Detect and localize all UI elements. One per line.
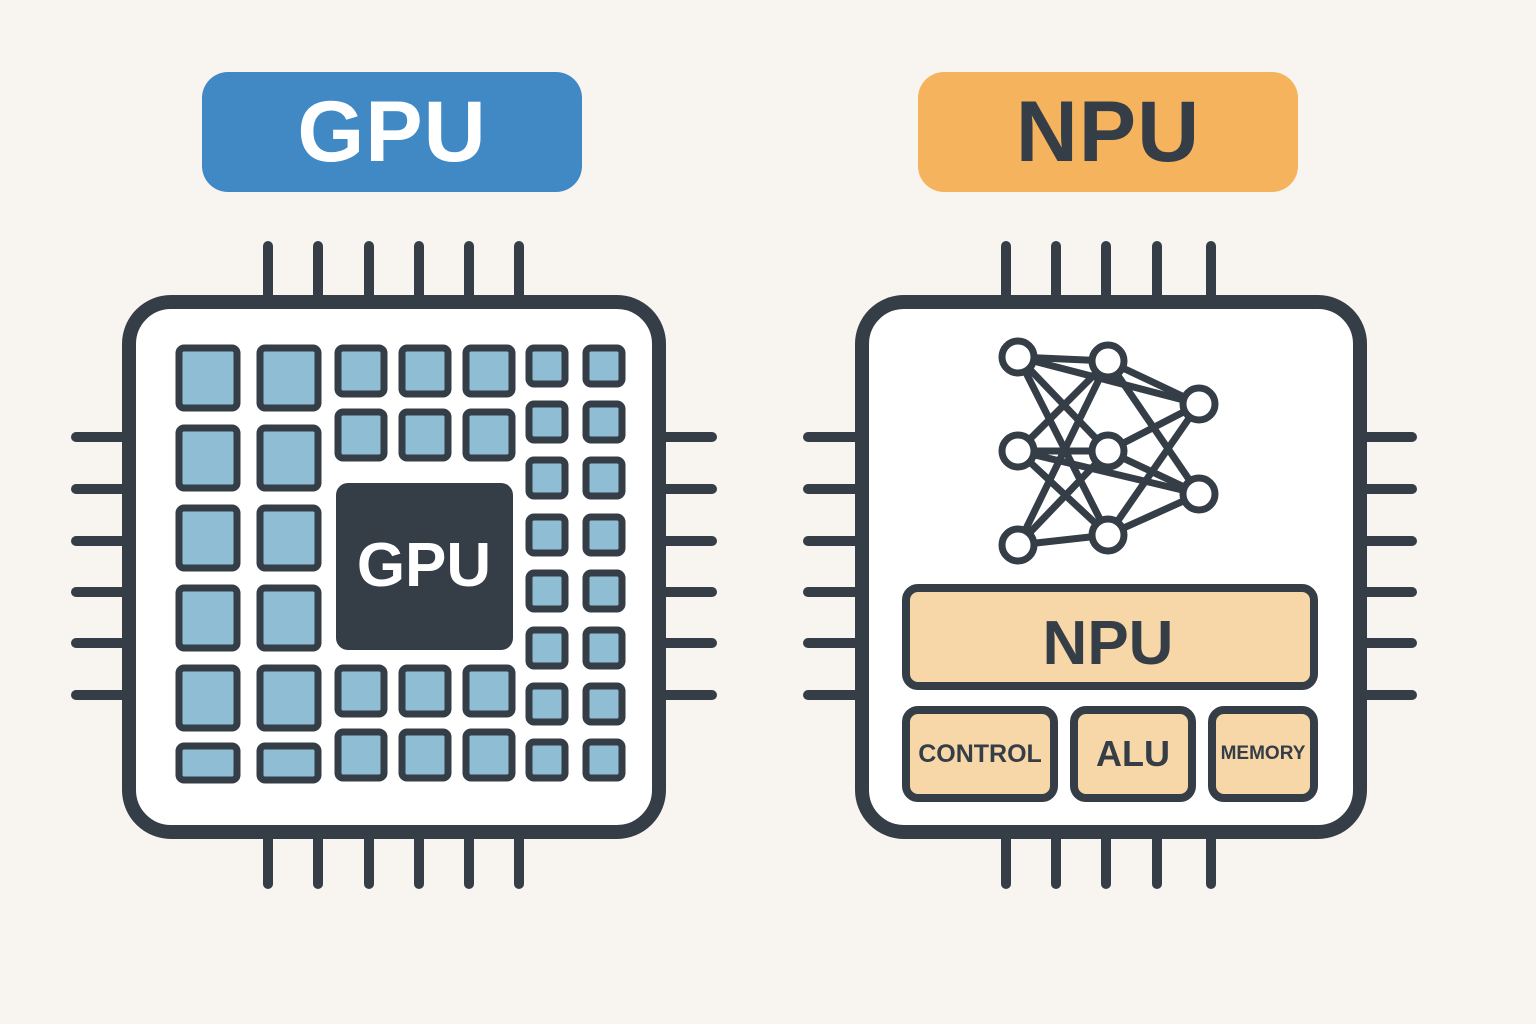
gpu-core-cell	[175, 424, 241, 492]
gpu-core-cell	[462, 664, 516, 718]
gpu-core-cell	[582, 626, 626, 670]
gpu-core-cell	[175, 742, 241, 784]
nn-node	[998, 525, 1038, 565]
gpu-core-cell	[256, 344, 322, 412]
nn-edge	[1014, 447, 1203, 498]
nn-node	[1088, 341, 1128, 381]
gpu-core-cell	[256, 742, 322, 784]
gpu-core-cell	[175, 504, 241, 572]
gpu-core-cell	[256, 504, 322, 572]
gpu-core-cell	[582, 569, 626, 613]
nn-node	[998, 337, 1038, 377]
gpu-core-cell	[525, 456, 569, 500]
gpu-core-cell	[525, 569, 569, 613]
gpu-core-block	[336, 483, 513, 650]
gpu-core-cell	[462, 728, 516, 782]
npu-unit-alu-label: ALU	[1096, 733, 1170, 774]
gpu-core-cell	[582, 456, 626, 500]
npu-title-badge: NPU	[918, 72, 1298, 192]
gpu-core-cell	[175, 344, 241, 412]
npu-chip-pins	[803, 241, 1417, 889]
gpu-core-cell	[398, 664, 452, 718]
gpu-core-cell	[398, 408, 452, 462]
gpu-core-cell	[398, 344, 452, 398]
gpu-core-label: GPU	[357, 531, 491, 600]
nn-node	[1088, 431, 1128, 471]
gpu-core-cell	[398, 728, 452, 782]
nn-node	[1088, 515, 1128, 555]
gpu-core-cell	[582, 344, 626, 388]
gpu-core-cell	[582, 682, 626, 726]
gpu-core-cell	[582, 738, 626, 782]
gpu-core-cell	[175, 584, 241, 652]
gpu-core-cell	[462, 344, 516, 398]
nn-edge	[1104, 400, 1203, 539]
nn-node	[1179, 384, 1219, 424]
npu-unit-control-label: CONTROL	[918, 740, 1042, 768]
nn-edge	[1014, 357, 1112, 455]
gpu-core-cell	[582, 513, 626, 557]
gpu-core-cell	[175, 664, 241, 732]
gpu-core-cell	[525, 513, 569, 557]
npu-main-block	[902, 584, 1318, 690]
nn-edge	[1014, 353, 1203, 408]
npu-unit-memory-label: MEMORY	[1221, 743, 1306, 764]
gpu-core-cell	[256, 584, 322, 652]
nn-edge	[1014, 447, 1112, 549]
gpu-core-cell	[334, 344, 388, 398]
npu-unit-memory	[1208, 706, 1318, 802]
gpu-title-badge: GPU	[202, 72, 582, 192]
gpu-core-cell	[462, 408, 516, 462]
gpu-core-cell	[256, 424, 322, 492]
gpu-core-cell	[525, 682, 569, 726]
gpu-chip-pins	[71, 241, 717, 889]
gpu-core-grid	[175, 344, 626, 784]
gpu-core-cell	[334, 408, 388, 462]
nn-node	[998, 431, 1038, 471]
gpu-core-cell	[256, 664, 322, 732]
npu-main-label: NPU	[1043, 609, 1174, 678]
gpu-core-cell	[582, 400, 626, 444]
gpu-core-cell	[525, 400, 569, 444]
neural-network-icon	[998, 337, 1219, 565]
npu-unit-control	[902, 706, 1058, 802]
gpu-core-cell	[334, 728, 388, 782]
npu-chip-body	[855, 295, 1367, 839]
gpu-core-cell	[334, 664, 388, 718]
gpu-core-cell	[525, 344, 569, 388]
nn-node	[1179, 474, 1219, 514]
gpu-core-cell	[525, 626, 569, 670]
npu-unit-alu	[1070, 706, 1196, 802]
gpu-core-cell	[525, 738, 569, 782]
